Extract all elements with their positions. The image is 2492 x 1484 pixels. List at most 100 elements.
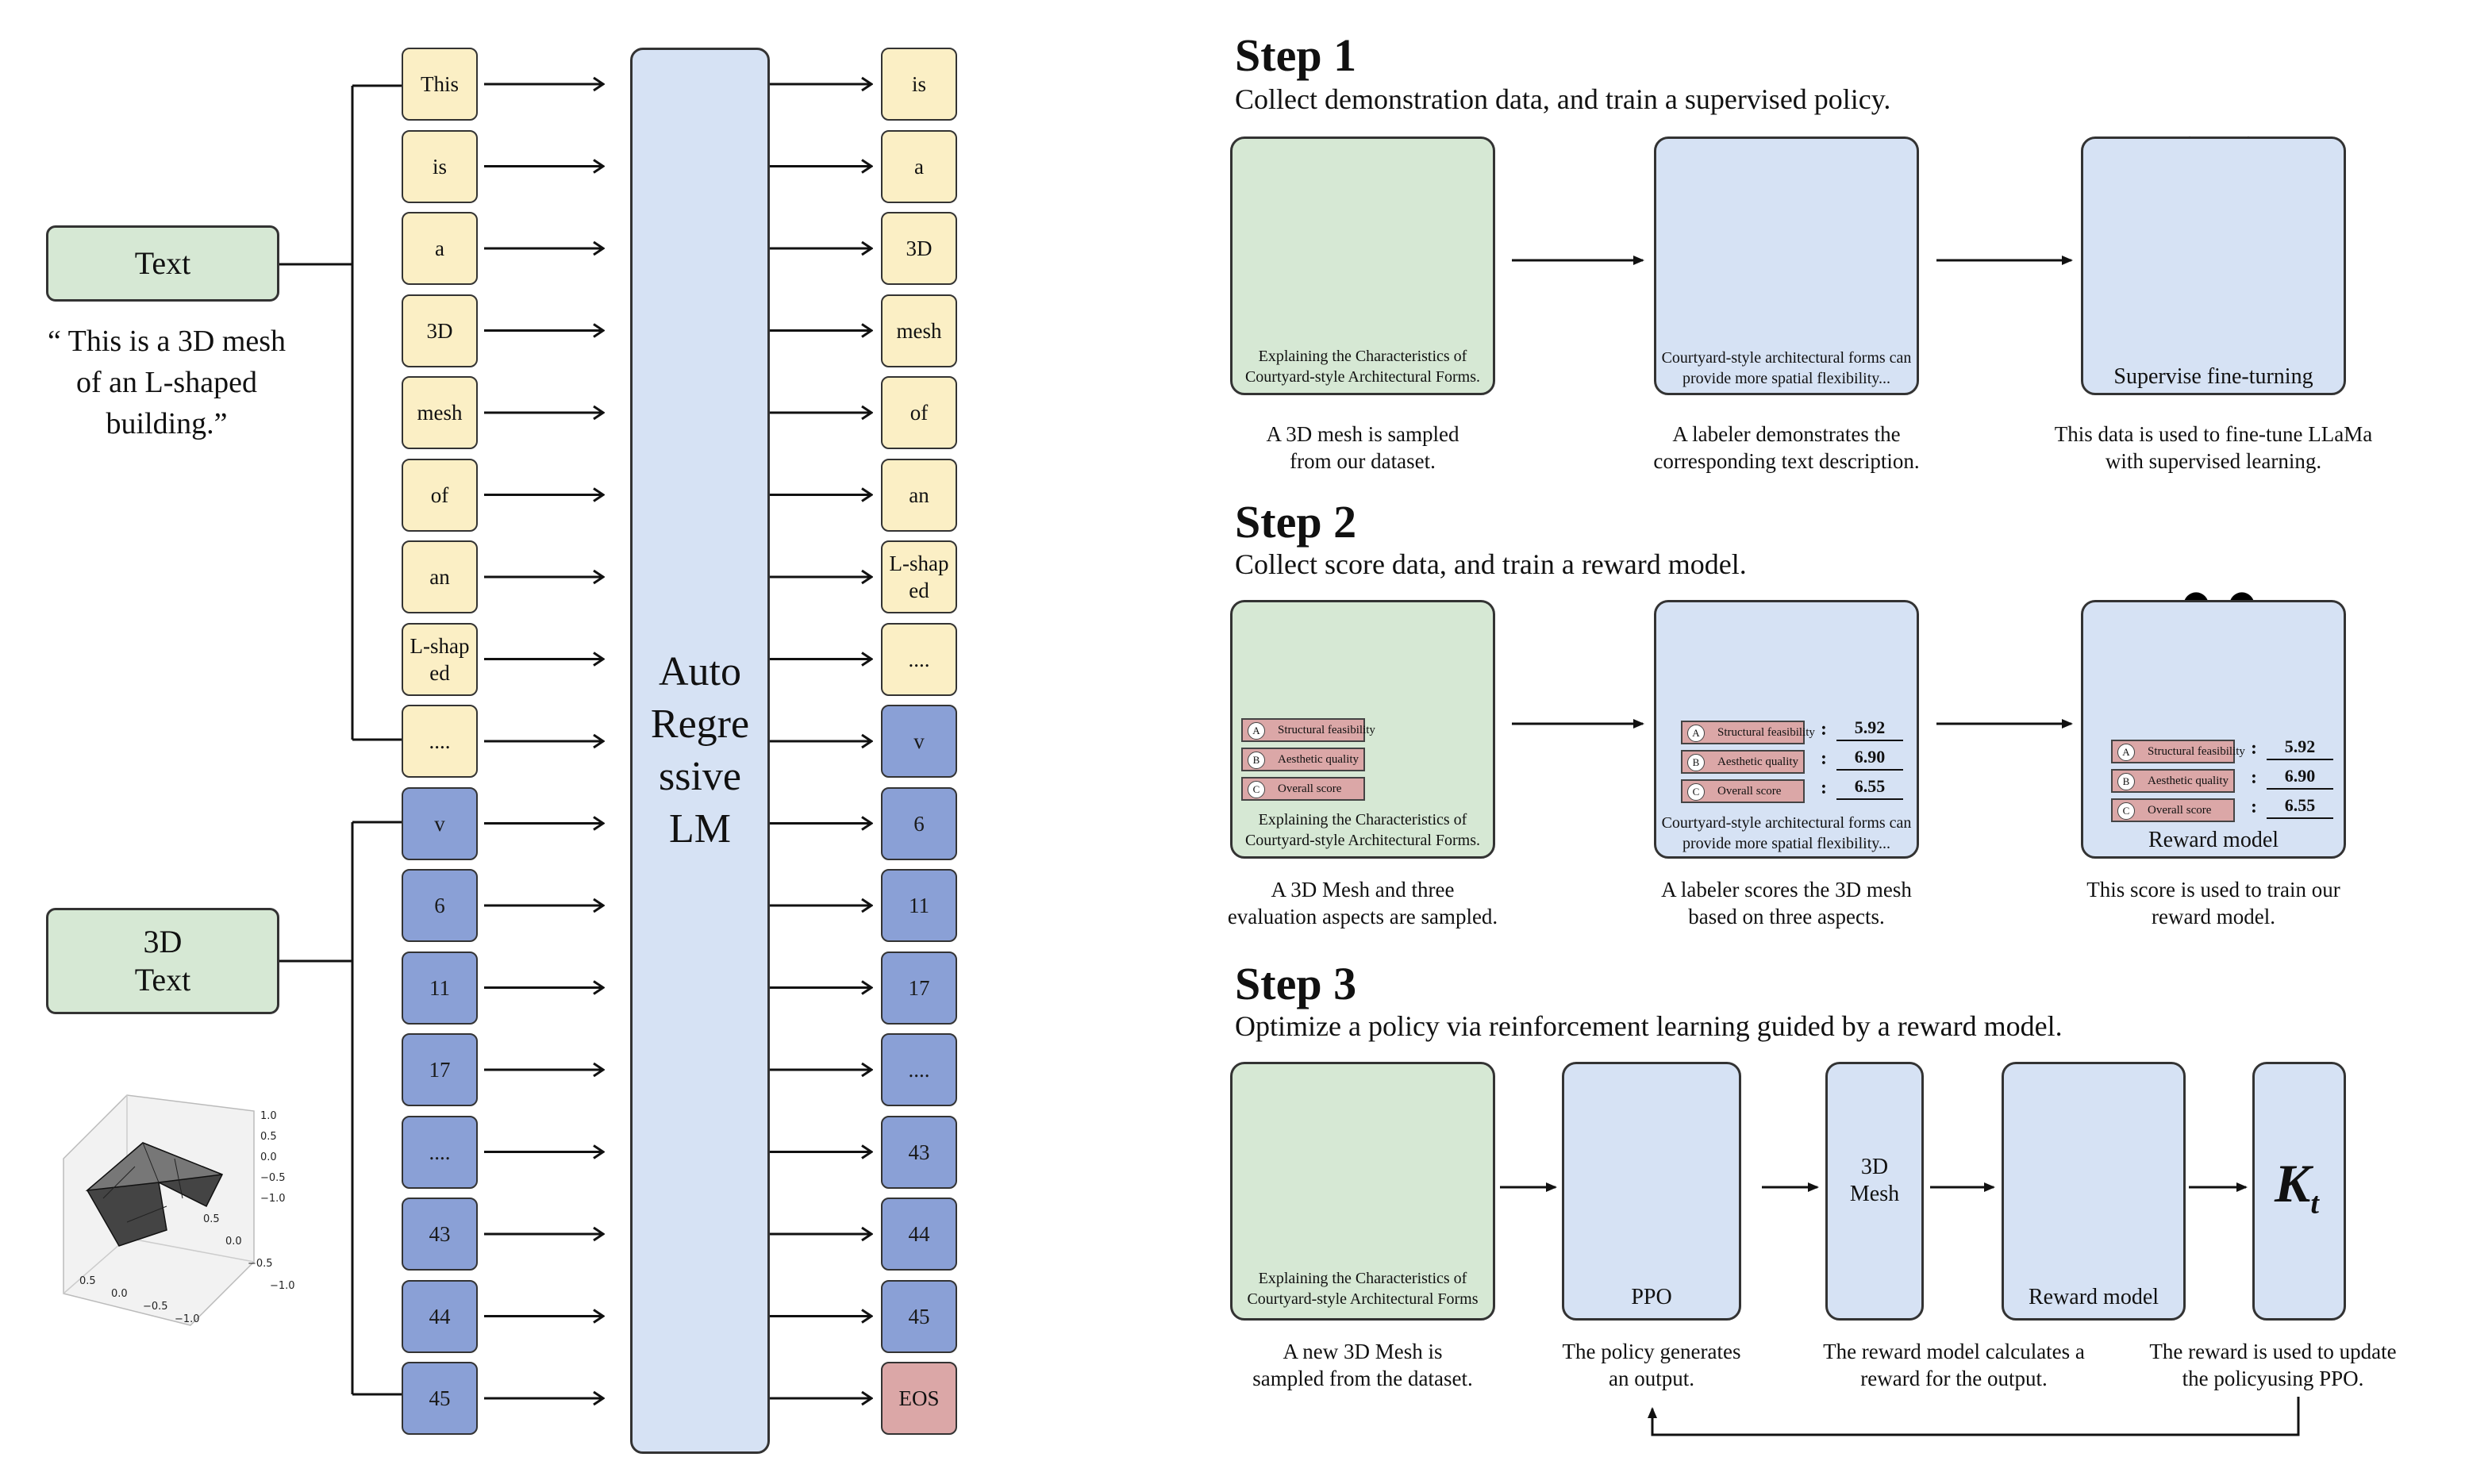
mesh-3d-plot: 1.00.50.0−0.5−1.0−1.0−0.50.00.50.50.0−0.…	[63, 1094, 295, 1326]
ppo-label: PPO	[1631, 1285, 1672, 1309]
caption-line: an output.	[1609, 1367, 1694, 1390]
score-colon: :	[1821, 748, 1827, 769]
input-token: 44	[402, 1279, 478, 1353]
panel-text-line: Courtyard-style architectural forms can	[1661, 814, 1912, 832]
plot-tick-z: 0.5	[260, 1131, 277, 1143]
aspect-name: Aesthetic quality	[1717, 755, 1799, 768]
step3-reward-panel	[2002, 1062, 2186, 1321]
panel-text-line: Explaining the Characteristics of	[1258, 811, 1467, 829]
output-token: L-shap ed	[881, 540, 957, 613]
caption-line: A 3D Mesh and three	[1271, 878, 1455, 902]
step3-panel1-text: Explaining the Characteristics of Courty…	[1235, 1268, 1490, 1309]
input-token: 3D	[402, 294, 478, 367]
caption-line: with supervised learning.	[2105, 449, 2322, 473]
aspect-score: 6.55	[1836, 775, 1903, 800]
output-token: 17	[881, 951, 957, 1025]
text-bracket	[279, 84, 402, 741]
output-token: 44	[881, 1198, 957, 1271]
output-token: a	[881, 129, 957, 203]
aspect-letter: C	[1248, 781, 1265, 798]
aspect-score: 6.55	[2267, 794, 2333, 819]
score-colon: :	[2251, 767, 2257, 788]
mesh-output-label-line: Mesh	[1849, 1182, 1900, 1206]
step3-reward-label: Reward model	[2028, 1285, 2159, 1309]
quote-line: of an L-shaped	[76, 366, 257, 399]
aspect-name: Aesthetic quality	[2148, 775, 2229, 787]
panel-text-line: Explaining the Characteristics of	[1258, 348, 1467, 365]
output-token: mesh	[881, 294, 957, 367]
step3-subtitle: Optimize a policy via reinforcement lear…	[1235, 1010, 2063, 1042]
aspect-name: Overall score	[2148, 804, 2212, 817]
caption-line: from our dataset.	[1290, 449, 1436, 473]
step3-mesh-output-panel	[1825, 1062, 1924, 1321]
score-colon: :	[1821, 778, 1827, 798]
input-token: of	[402, 458, 478, 532]
quote-line: building.”	[106, 407, 228, 440]
aspect-letter: A	[2117, 744, 2135, 761]
caption-line: evaluation aspects are sampled.	[1227, 905, 1498, 928]
aspect-score: 5.92	[1836, 716, 1903, 741]
aspect-name: Overall score	[1717, 785, 1782, 798]
plot-tick-x: −0.5	[143, 1301, 168, 1313]
lm-label-line: LM	[668, 806, 731, 852]
caption-line: sampled from the dataset.	[1252, 1367, 1473, 1390]
plot-tick-y: −0.5	[248, 1258, 273, 1270]
autoregressive-lm-block: Auto Regre ssive LM	[630, 48, 770, 1454]
output-token: 6	[881, 786, 957, 860]
plot-tick-z: 0.0	[260, 1151, 277, 1163]
panel-text-line: Courtyard-style Architectural Forms.	[1244, 368, 1481, 386]
aspect-score: 5.92	[2267, 735, 2333, 760]
input-token: a	[402, 212, 478, 285]
step1-panel1-text: Explaining the Characteristics of Courty…	[1235, 346, 1490, 387]
output-token: v	[881, 705, 957, 778]
score-colon: :	[2251, 738, 2257, 759]
caption-line: The policy generates	[1562, 1340, 1741, 1363]
caption-line: corresponding text description.	[1653, 449, 1920, 473]
step3-ppo-panel	[1562, 1062, 1741, 1321]
input-token: 11	[402, 951, 478, 1025]
caption-line: reward model.	[2152, 905, 2275, 928]
mesh-input-label-line: Text	[134, 962, 191, 998]
input-token: an	[402, 540, 478, 613]
caption-line: A new 3D Mesh is	[1283, 1340, 1443, 1363]
aspect-label: B Aesthetic quality	[2111, 769, 2235, 793]
output-token: an	[881, 458, 957, 532]
aspect-letter: B	[2117, 773, 2135, 790]
aspect-name: Aesthetic quality	[1278, 753, 1359, 766]
plot-tick-z: 1.0	[260, 1110, 277, 1122]
caption-line: This score is used to train our	[2086, 878, 2340, 902]
panel-text-line: Explaining the Characteristics of	[1258, 1270, 1467, 1287]
plot-tick-x: 0.0	[111, 1288, 128, 1300]
step3-mesh-panel	[1230, 1062, 1495, 1321]
kt-symbol: Kt	[2275, 1152, 2319, 1221]
step2-title: Step 2	[1235, 496, 1357, 548]
step1-subtitle: Collect demonstration data, and train a …	[1235, 83, 1891, 115]
mesh-input-label-line: 3D	[143, 924, 183, 959]
plot-tick-x: −1.0	[175, 1313, 200, 1325]
lm-label-line: Regre	[650, 702, 750, 747]
panel-text-line: Courtyard-style Architectural Forms.	[1244, 832, 1481, 849]
output-token: EOS	[881, 1362, 957, 1435]
quote-line: “ This is a 3D mesh	[47, 325, 287, 358]
input-token: 6	[402, 869, 478, 942]
panel-text-line: provide more spatial flexibility...	[1682, 370, 1890, 387]
aspect-name: Structural feasibility	[1717, 726, 1815, 739]
k-subscript: t	[2310, 1186, 2319, 1221]
caption-line: based on three aspects.	[1688, 905, 1885, 928]
input-token: 45	[402, 1362, 478, 1435]
panel-text-line: Courtyard-style Architectural Forms	[1247, 1290, 1479, 1308]
mesh-output-label: 3D Mesh	[1825, 1154, 1924, 1208]
mesh-input-box: 3D Text	[46, 908, 279, 1014]
plot-tick-y: 0.5	[203, 1213, 220, 1225]
plot-tick-z: −0.5	[260, 1172, 286, 1184]
text-input-box: Text	[46, 225, 279, 302]
caption-line: A labeler demonstrates the	[1672, 422, 1901, 446]
aspect-score: 6.90	[2267, 764, 2333, 790]
lm-label-line: Auto	[658, 649, 741, 694]
